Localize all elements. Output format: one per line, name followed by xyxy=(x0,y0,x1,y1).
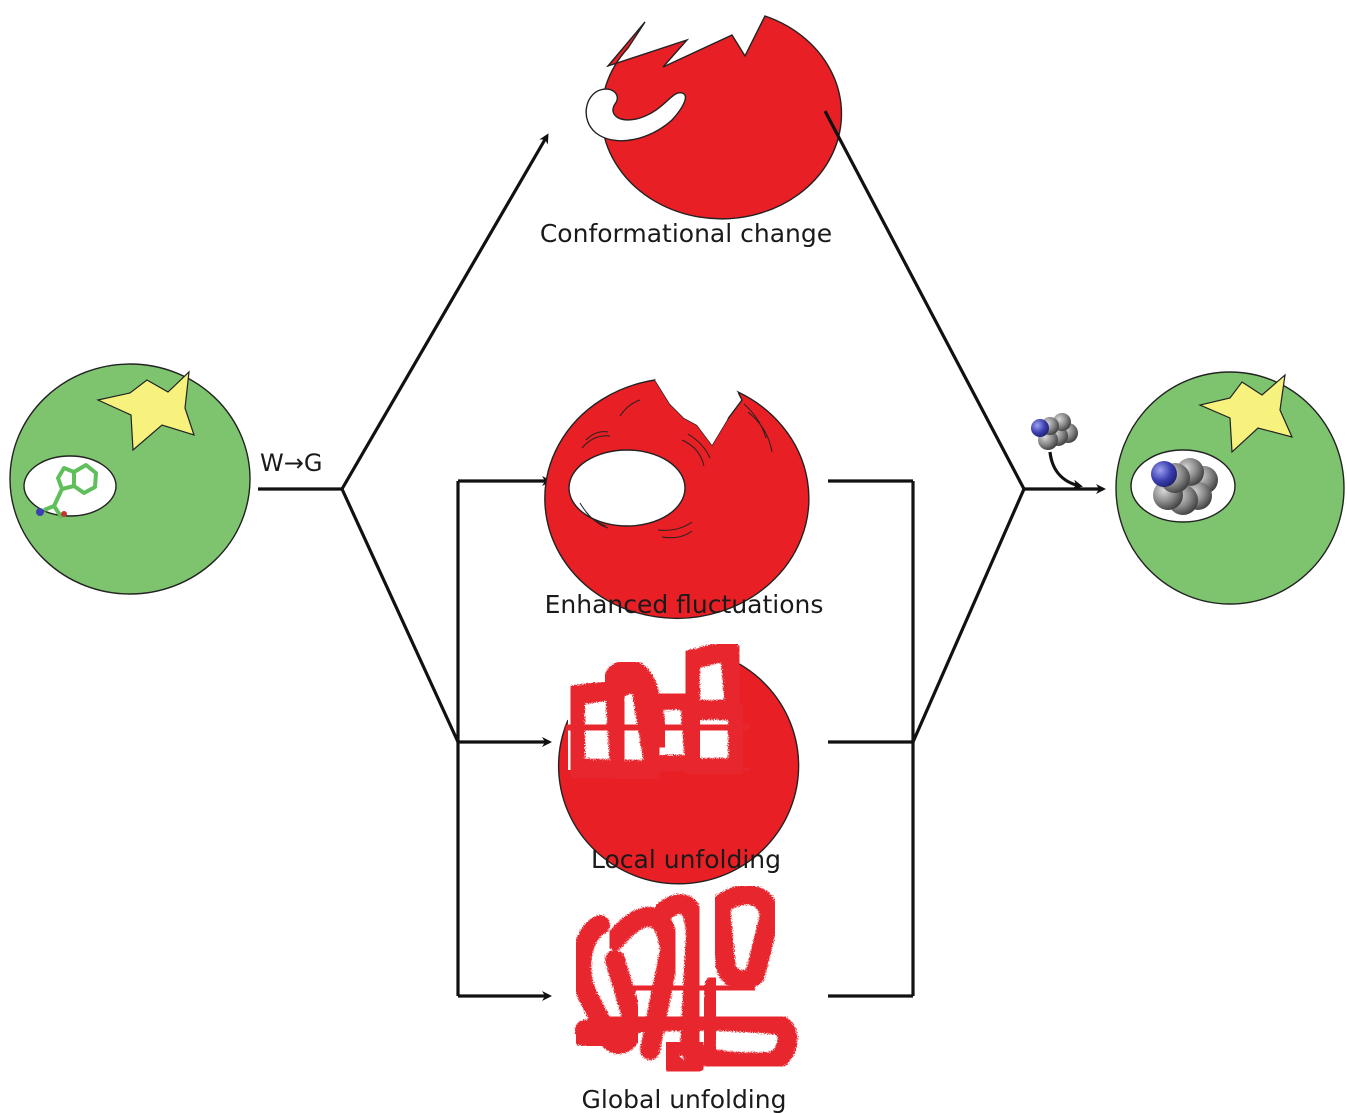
local-unfolding-label: Local unfolding xyxy=(591,845,781,874)
rescued-protein xyxy=(1115,371,1345,605)
distorted-pocket xyxy=(585,88,687,142)
conformational-change-protein xyxy=(585,15,843,220)
bound-ligand xyxy=(1151,458,1218,515)
fluctuation-marks xyxy=(579,399,773,539)
branch-lines xyxy=(258,133,552,1001)
star-icon xyxy=(1198,373,1294,454)
global-unfolding-protein xyxy=(570,884,798,1079)
enhanced-fluctuations-protein xyxy=(544,378,810,620)
wild-type-protein xyxy=(9,363,251,595)
global-unfolding-label: Global unfolding xyxy=(582,1085,787,1113)
local-unfolding-protein xyxy=(557,640,800,885)
pocket-hole xyxy=(568,449,686,527)
merge-lines xyxy=(823,110,1106,998)
enhanced-fluctuations-label: Enhanced fluctuations xyxy=(545,590,824,619)
conformational-change-label: Conformational change xyxy=(540,219,832,248)
tryptophan-side-chain-icon xyxy=(36,463,98,520)
star-cutout xyxy=(655,378,738,445)
ligand-molecule-icon xyxy=(1031,413,1078,450)
mutation-label: W→G xyxy=(260,449,322,477)
star-icon xyxy=(96,370,195,452)
